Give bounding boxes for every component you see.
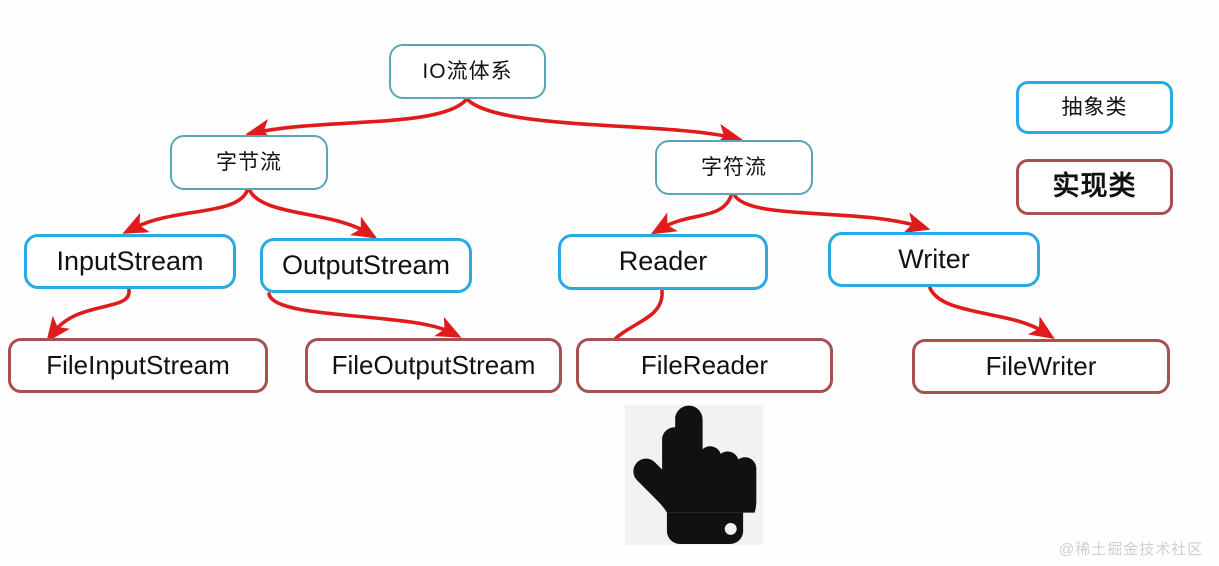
edge-io-system-to-byte-stream bbox=[245, 98, 468, 141]
node-byte-stream-label: 字节流 bbox=[216, 150, 282, 174]
node-writer[interactable]: Writer bbox=[828, 232, 1040, 287]
node-io-system-label: IO流体系 bbox=[422, 59, 513, 83]
legend-implementation-class-label: 实现类 bbox=[1052, 171, 1137, 202]
node-reader-label: Reader bbox=[618, 246, 708, 277]
edge-writer-to-file-writer bbox=[928, 286, 1055, 340]
legend-abstract-class-label: 抽象类 bbox=[1061, 95, 1128, 119]
node-file-input-stream[interactable]: FileInputStream bbox=[8, 338, 268, 393]
watermark: @稀土掘金技术社区 bbox=[1059, 541, 1204, 558]
node-writer-label: Writer bbox=[898, 243, 970, 274]
legend-implementation-class[interactable]: 实现类 bbox=[1016, 159, 1173, 215]
edge-output-stream-to-file-output-stream bbox=[267, 292, 462, 338]
node-io-system[interactable]: IO流体系 bbox=[389, 44, 546, 99]
node-input-stream[interactable]: InputStream bbox=[24, 234, 236, 289]
node-output-stream[interactable]: OutputStream bbox=[260, 238, 472, 293]
node-input-stream-label: InputStream bbox=[56, 245, 204, 276]
node-char-stream-label: 字符流 bbox=[701, 155, 767, 179]
node-file-writer[interactable]: FileWriter bbox=[912, 339, 1170, 394]
node-output-stream-label: OutputStream bbox=[281, 249, 451, 280]
node-file-reader[interactable]: FileReader bbox=[576, 338, 833, 393]
edge-byte-stream-to-output-stream bbox=[248, 189, 378, 239]
node-file-output-stream[interactable]: FileOutputStream bbox=[305, 338, 562, 393]
node-char-stream[interactable]: 字符流 bbox=[655, 140, 813, 195]
edge-char-stream-to-writer bbox=[733, 194, 931, 233]
node-file-reader-label: FileReader bbox=[640, 350, 769, 381]
edge-reader-to-file-reader bbox=[612, 289, 664, 342]
edge-char-stream-to-reader bbox=[650, 194, 733, 235]
node-file-output-stream-label: FileOutputStream bbox=[331, 350, 536, 381]
pointing-hand-cursor-icon bbox=[625, 405, 763, 545]
edge-io-system-to-char-stream bbox=[466, 98, 743, 146]
edge-byte-stream-to-input-stream bbox=[122, 189, 249, 234]
node-byte-stream[interactable]: 字节流 bbox=[170, 135, 328, 190]
edge-input-stream-to-file-input-stream bbox=[46, 288, 131, 343]
node-file-input-stream-label: FileInputStream bbox=[46, 350, 230, 381]
node-reader[interactable]: Reader bbox=[558, 234, 768, 290]
node-file-writer-label: FileWriter bbox=[985, 351, 1097, 382]
legend-abstract-class[interactable]: 抽象类 bbox=[1016, 81, 1173, 134]
